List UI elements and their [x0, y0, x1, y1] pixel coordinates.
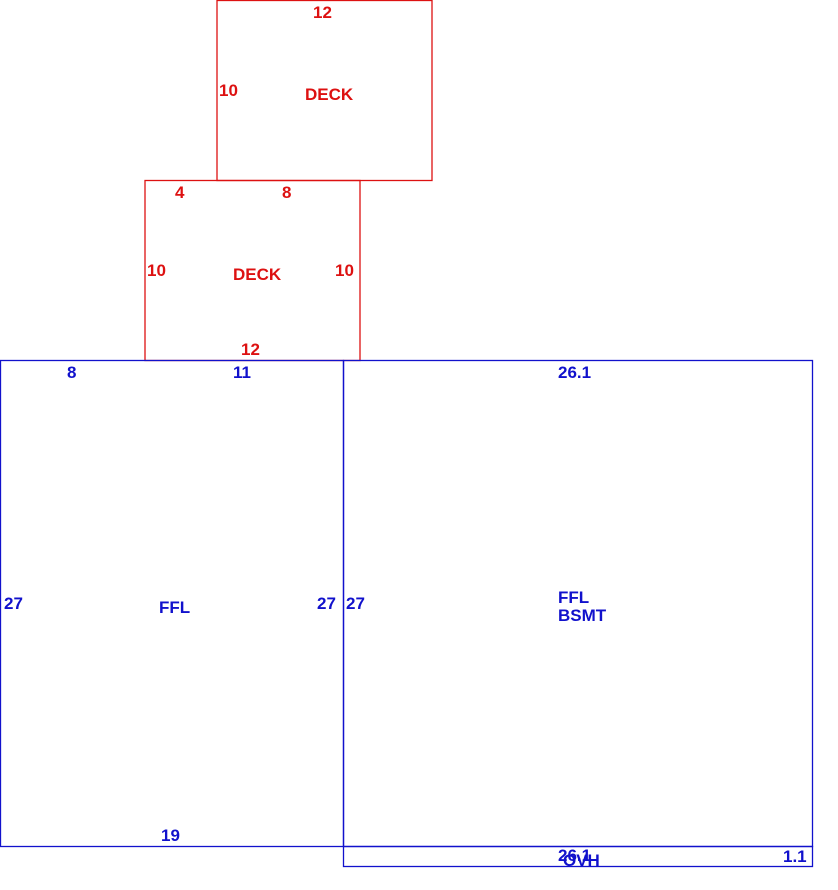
lower-deck-dim-right: 10 — [335, 261, 354, 280]
overhang-label: OVH — [563, 851, 600, 870]
lower-deck-dim-top: 8 — [282, 183, 291, 202]
overhang-dim-length: 26.1 — [558, 846, 591, 865]
lower-deck-dim-left: 10 — [147, 261, 166, 280]
right-area: 26.1 27 FFL BSMT — [342, 359, 814, 848]
right-area-dim-top: 26.1 — [558, 363, 591, 382]
left-area-dim-right: 27 — [317, 594, 336, 613]
left-area-dim-top-left: 8 — [67, 363, 76, 382]
upper-deck: 12 10 DECK — [216, 0, 433, 182]
overhang-dim-depth: 1.1 — [783, 847, 807, 866]
upper-deck-label: DECK — [305, 85, 354, 104]
lower-deck: 4 8 10 DECK 10 12 — [144, 179, 361, 362]
left-area-dim-top: 11 — [233, 363, 251, 382]
lower-deck-dim-bottom: 12 — [241, 340, 260, 359]
left-area-dim-bottom: 19 — [161, 826, 180, 845]
right-area-label-line1: FFL — [558, 588, 589, 607]
upper-deck-dim-left: 10 — [219, 81, 238, 100]
overhang-outline — [342, 845, 814, 868]
right-area-label-line2: BSMT — [558, 606, 607, 625]
left-area: 8 11 27 FFL 27 19 — [0, 359, 345, 848]
upper-deck-dim-top: 12 — [313, 3, 332, 22]
left-area-label: FFL — [159, 598, 190, 617]
overhang: 26.1 OVH 1.1 — [342, 845, 814, 870]
lower-deck-dim-top-left: 4 — [175, 183, 185, 202]
right-area-dim-left: 27 — [346, 594, 365, 613]
left-area-dim-left: 27 — [4, 594, 23, 613]
lower-deck-label: DECK — [233, 265, 282, 284]
